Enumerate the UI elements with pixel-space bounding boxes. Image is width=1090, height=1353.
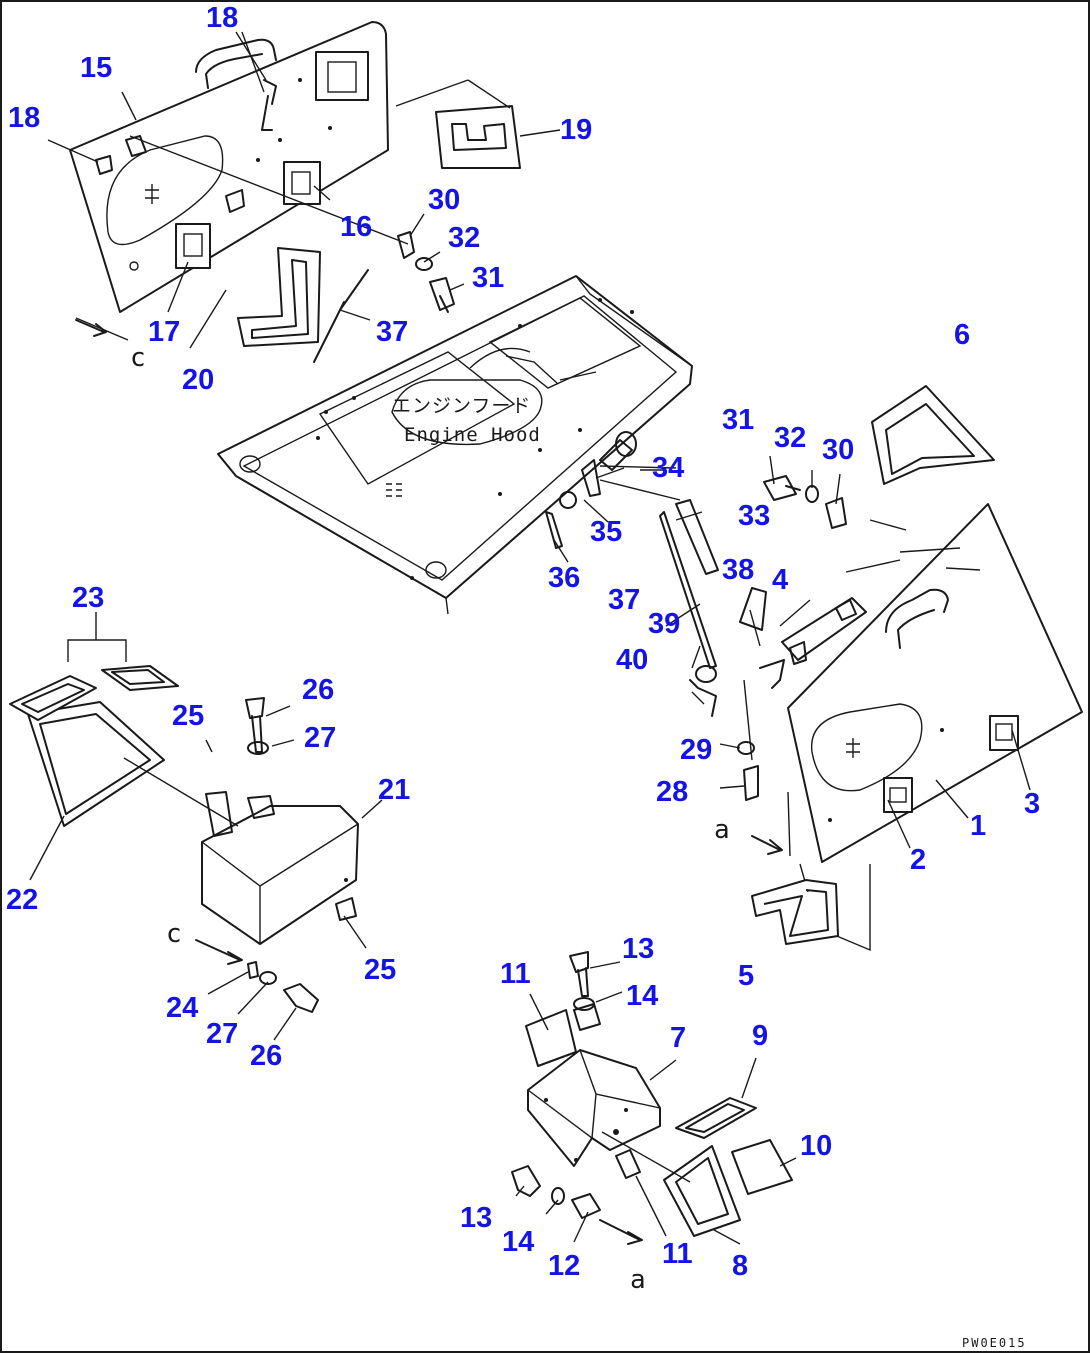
callout-23: 23 — [72, 582, 104, 614]
leaders-lower-left — [29, 705, 383, 1041]
callout-13-upper: 13 — [622, 933, 654, 965]
callout-19: 19 — [560, 114, 592, 146]
callout-24: 24 — [166, 992, 198, 1024]
callout-25-lower: 25 — [364, 954, 396, 986]
leaders-23 — [67, 612, 127, 662]
callout-31-upper: 31 — [472, 262, 504, 294]
callout-34: 34 — [652, 452, 684, 484]
callout-20: 20 — [182, 364, 214, 396]
latch-hardware-upper — [397, 231, 455, 313]
ref-arrow-c-upper — [75, 319, 107, 337]
leaders-right — [553, 455, 907, 789]
callout-27-lower: 27 — [206, 1018, 238, 1050]
callout-26-upper: 26 — [302, 674, 334, 706]
seal-22 — [27, 701, 165, 827]
right-side-door — [759, 503, 1083, 863]
callout-15: 15 — [80, 52, 112, 84]
callout-17: 17 — [148, 316, 180, 348]
callout-32-upper: 32 — [448, 222, 480, 254]
seal-8 — [663, 1145, 741, 1237]
seal-6 — [871, 385, 995, 485]
callout-11-upper: 11 — [500, 958, 531, 990]
callout-18-left: 18 — [8, 102, 40, 134]
callout-3: 3 — [1024, 788, 1040, 820]
callout-8: 8 — [732, 1250, 748, 1282]
ref-letter-c-lower: c — [166, 919, 182, 949]
left-side-door — [69, 21, 389, 313]
ref-letter-a-lower: a — [630, 1265, 646, 1295]
callout-33: 33 — [738, 500, 770, 532]
ref-arrow-a-lower — [599, 1219, 643, 1245]
callout-40: 40 — [616, 644, 648, 676]
cover-7 — [525, 1003, 661, 1179]
callout-14-upper: 14 — [626, 980, 658, 1012]
ref-letter-c-upper: c — [130, 343, 146, 373]
callout-13-lower: 13 — [460, 1202, 492, 1234]
callout-28: 28 — [656, 776, 688, 808]
ref-letter-a-right: a — [714, 815, 730, 845]
callout-36: 36 — [548, 562, 580, 594]
callout-32-right: 32 — [774, 422, 806, 454]
callout-2: 2 — [910, 844, 926, 876]
callout-27-upper: 27 — [304, 722, 336, 754]
seal-23b — [101, 665, 179, 691]
callout-12: 12 — [548, 1250, 580, 1282]
callout-5: 5 — [738, 960, 754, 992]
callout-6: 6 — [954, 319, 970, 351]
callout-37-upper: 37 — [376, 316, 408, 348]
callout-10: 10 — [800, 1130, 832, 1162]
bolts-13-14-12 — [511, 951, 601, 1219]
callout-29: 29 — [680, 734, 712, 766]
callout-21: 21 — [378, 774, 410, 806]
callout-14-lower: 14 — [502, 1226, 534, 1258]
callout-39: 39 — [648, 608, 680, 640]
callout-16: 16 — [340, 211, 372, 243]
seal-5 — [751, 879, 839, 945]
ref-arrow-a-right — [751, 835, 783, 855]
callout-25-upper: 25 — [172, 700, 204, 732]
callout-31-right: 31 — [722, 404, 754, 436]
seal-9 — [675, 1097, 757, 1139]
gas-spring-37-upper — [313, 269, 369, 363]
seal-19 — [435, 105, 521, 169]
leaders-door-right — [787, 729, 1031, 952]
callout-9: 9 — [752, 1020, 768, 1052]
drawing-code: PW0E015 — [962, 1336, 1027, 1350]
seal-20 — [237, 247, 321, 347]
engine-hood — [217, 275, 693, 615]
callout-38: 38 — [722, 554, 754, 586]
bolts-26-27 — [245, 697, 319, 1013]
callout-7: 7 — [670, 1022, 686, 1054]
callout-18-top: 18 — [206, 2, 238, 34]
callout-35: 35 — [590, 516, 622, 548]
callout-30-upper: 30 — [428, 184, 460, 216]
hood-label-en: Engine Hood — [404, 424, 541, 446]
callout-4: 4 — [772, 564, 788, 596]
cover-21 — [201, 791, 359, 945]
seal-23a — [9, 675, 97, 721]
leaders-lower-right — [515, 961, 797, 1245]
ref-arrow-c-lower — [195, 939, 243, 965]
callout-1: 1 — [970, 810, 986, 842]
seal-10 — [731, 1139, 793, 1195]
callout-11-lower: 11 — [662, 1238, 693, 1270]
callout-30-right: 30 — [822, 434, 854, 466]
hood-label-jp: エンジンフード — [392, 395, 531, 417]
callout-37-right: 37 — [608, 584, 640, 616]
callout-22: 22 — [6, 884, 38, 916]
callout-26-lower: 26 — [250, 1040, 282, 1072]
